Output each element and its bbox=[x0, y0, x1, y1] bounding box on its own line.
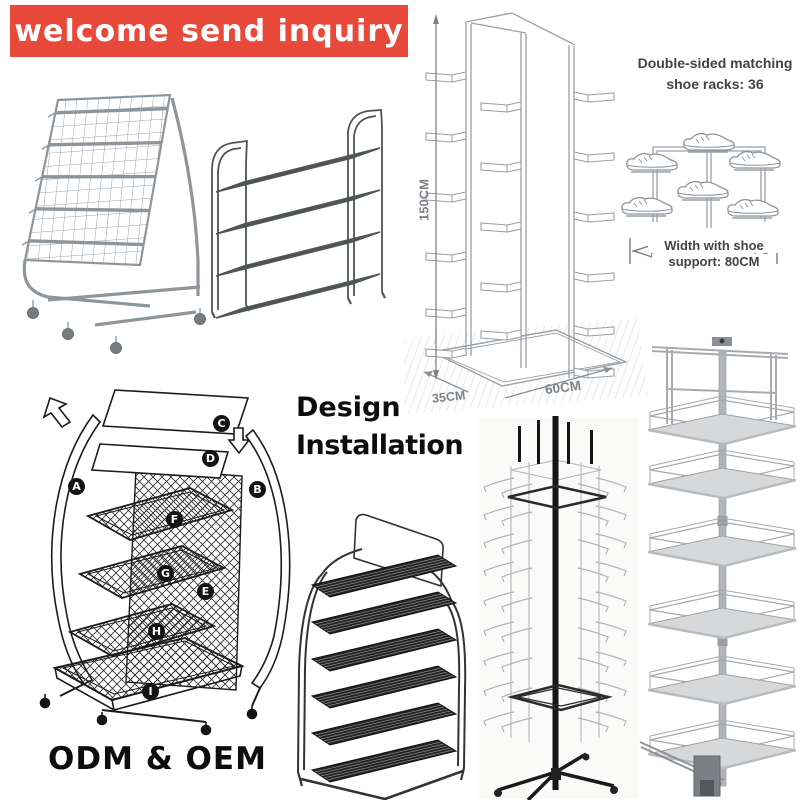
width-note-line1: Width with shoe bbox=[648, 238, 780, 253]
double-sided-note-line1: Double-sided matching bbox=[637, 55, 793, 71]
caption-installation: Installation bbox=[296, 430, 464, 461]
welcome-banner: welcome send inquiry bbox=[10, 5, 408, 57]
height-dimension-arrow bbox=[433, 14, 439, 380]
exploded-assembly-diagram bbox=[39, 389, 291, 736]
caption-design: Design bbox=[296, 392, 401, 423]
pullout-pantry-tower bbox=[639, 337, 798, 797]
height-dimension-label: 150CM bbox=[416, 179, 432, 221]
banner-text: welcome send inquiry bbox=[14, 13, 404, 49]
rotating-spinner-rack bbox=[479, 416, 639, 800]
tall-hook-rack bbox=[404, 12, 648, 414]
six-tier-black-shelf-rack bbox=[296, 513, 467, 800]
caption-odm-oem: ODM & OEM bbox=[48, 741, 267, 777]
four-tier-tube-rack bbox=[211, 109, 386, 319]
part-badge-e: E bbox=[197, 583, 214, 600]
part-badge-b: B bbox=[249, 481, 266, 498]
part-badge-d: D bbox=[202, 450, 219, 467]
part-badge-h: H bbox=[148, 623, 165, 640]
bottom-basket bbox=[52, 636, 245, 712]
part-badge-f: F bbox=[166, 511, 183, 528]
part-badge-g: G bbox=[157, 565, 174, 582]
part-badge-c: C bbox=[213, 415, 230, 432]
part-badge-a: A bbox=[68, 478, 85, 495]
double-sided-note-line2: shoe racks: 36 bbox=[666, 76, 764, 92]
part-badge-i: I bbox=[142, 683, 159, 700]
width-note-line2: support: 80CM bbox=[652, 254, 776, 269]
slanted-wire-trolley bbox=[21, 93, 206, 354]
